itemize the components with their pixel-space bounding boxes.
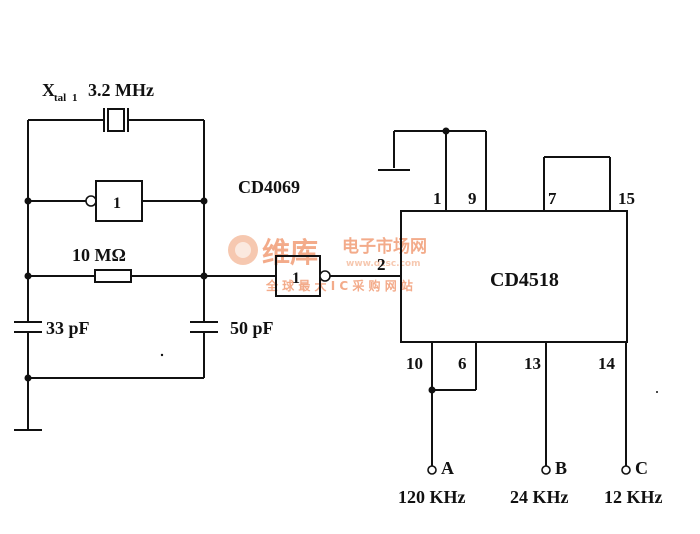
watermark-slogan: 全 球 最 大 I C 采 购 网 站	[265, 278, 413, 293]
pin-7-label: 7	[548, 189, 557, 208]
output-c-frequency: 12 KHz	[604, 487, 663, 507]
inverter-ic-name: CD4069	[238, 177, 300, 197]
capacitor-right-value: 50 pF	[230, 318, 274, 338]
output-b-label: B	[555, 458, 567, 478]
pin-2-label: 2	[377, 255, 386, 274]
pin-13-label: 13	[524, 354, 541, 373]
buffer-bubble	[319, 270, 331, 282]
output-a-terminal	[427, 465, 437, 475]
pin-10-label: 10	[406, 354, 423, 373]
buffer-inverter-symbol: 1	[292, 270, 300, 287]
crystal-label: X	[42, 80, 55, 100]
pin-15-label: 15	[618, 189, 635, 208]
crystal-symbol	[103, 108, 129, 132]
pin-6-label: 6	[458, 354, 467, 373]
watermark-url: www.dzsc.com	[346, 259, 420, 269]
output-b-frequency: 24 KHz	[510, 487, 569, 507]
capacitor-right	[190, 321, 218, 333]
pin-14-label: 14	[598, 354, 616, 373]
watermark: 维库 电子市场网 www.dzsc.com 全 球 最 大 I C 采 购 网 …	[228, 235, 427, 293]
output-c-terminal	[621, 465, 631, 475]
capacitor-left-value: 33 pF	[46, 318, 90, 338]
resistor-value: 10 MΩ	[72, 245, 126, 265]
inverter-bubble	[85, 195, 97, 207]
resistor-symbol	[94, 269, 132, 283]
counter-ic-body	[400, 210, 628, 343]
output-a-frequency: 120 KHz	[398, 487, 466, 507]
pin-9-label: 9	[468, 189, 477, 208]
crystal-frequency: 3.2 MHz	[88, 80, 154, 100]
output-c-label: C	[635, 458, 648, 478]
watermark-site: 电子市场网	[342, 236, 427, 257]
feedback-inverter-symbol: 1	[113, 195, 121, 212]
watermark-brand: 维库	[262, 236, 318, 269]
output-a-label: A	[441, 458, 454, 478]
output-b-terminal	[541, 465, 551, 475]
capacitor-left	[14, 321, 42, 333]
crystal-label-sub: tal	[54, 92, 66, 104]
crystal-label-sub-num: 1	[72, 92, 78, 104]
pin-1-label: 1	[433, 189, 442, 208]
counter-ic-name: CD4518	[490, 269, 559, 291]
